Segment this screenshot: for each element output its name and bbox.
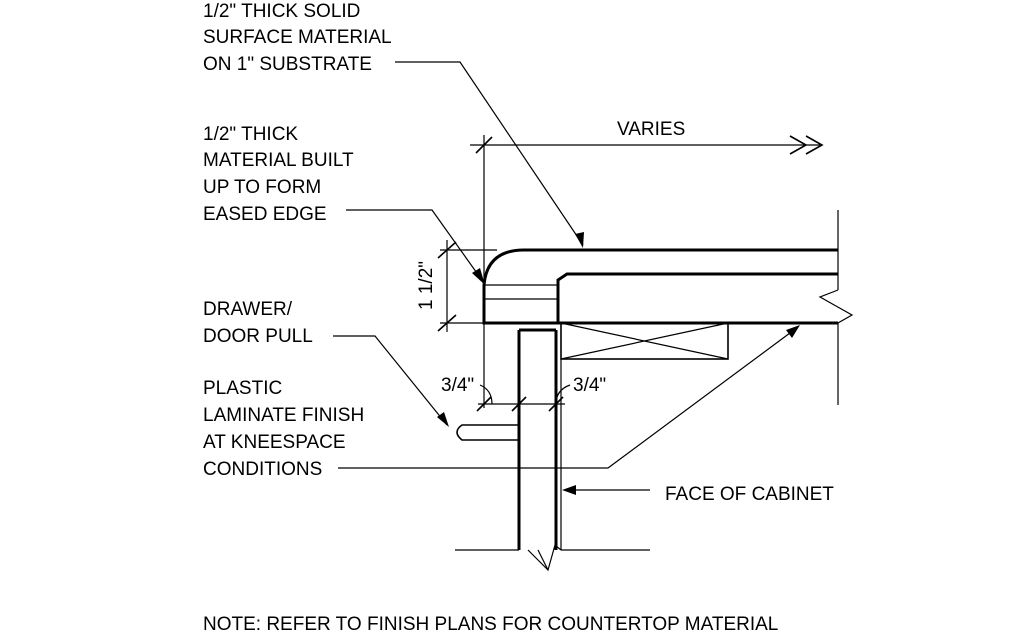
door-pull-icon bbox=[456, 424, 519, 441]
bottom-break-line bbox=[527, 543, 562, 572]
leader-face-of-cabinet bbox=[562, 485, 650, 495]
label-built-up-line-3: UP TO FORM bbox=[203, 177, 321, 198]
countertop-section bbox=[482, 210, 854, 405]
label-solid-surface: 1/2" THICK SOLID SURFACE MATERIAL ON 1" … bbox=[203, 1, 392, 75]
arrowhead-icon bbox=[786, 325, 800, 338]
arrowhead-icon bbox=[562, 485, 576, 495]
height-dimension bbox=[437, 240, 497, 332]
double-arrow-icon-b bbox=[805, 135, 824, 155]
label-face-of-cabinet: FACE OF CABINET bbox=[665, 484, 834, 505]
arrowhead-icon bbox=[575, 232, 584, 248]
label-dim-left: 3/4" bbox=[441, 375, 474, 396]
label-built-up-line-4: EASED EDGE bbox=[203, 204, 327, 225]
label-laminate-line-4: CONDITIONS bbox=[203, 459, 322, 480]
leader-built-up-edge bbox=[346, 209, 485, 285]
label-laminate-line-1: PLASTIC bbox=[203, 378, 282, 399]
arrowhead-icon bbox=[472, 268, 485, 285]
break-line bbox=[818, 289, 854, 405]
label-solid-surface-line-2: SURFACE MATERIAL bbox=[203, 27, 392, 48]
drawer-box bbox=[560, 322, 729, 360]
label-built-up-line-1: 1/2" THICK bbox=[203, 124, 298, 145]
label-pull-line-1: DRAWER/ bbox=[203, 299, 293, 320]
label-solid-surface-line-3: ON 1" SUBSTRATE bbox=[203, 54, 372, 75]
dimension-tick bbox=[475, 136, 493, 154]
leader-laminate bbox=[338, 325, 800, 469]
label-note: NOTE: REFER TO FINISH PLANS FOR COUNTERT… bbox=[203, 614, 778, 635]
double-arrow-icon-a bbox=[789, 135, 808, 155]
label-pull-line-2: DOOR PULL bbox=[203, 326, 313, 347]
label-laminate-line-3: AT KNEESPACE bbox=[203, 432, 346, 453]
three-quarter-dimensions bbox=[476, 320, 571, 412]
label-laminate-line-2: LAMINATE FINISH bbox=[203, 405, 364, 426]
label-solid-surface-line-1: 1/2" THICK SOLID bbox=[203, 1, 360, 22]
label-height-dimension: 1 1/2" bbox=[416, 261, 437, 310]
countertop-outline bbox=[482, 248, 838, 325]
label-door-pull: DRAWER/ DOOR PULL bbox=[203, 299, 313, 347]
label-laminate: PLASTIC LAMINATE FINISH AT KNEESPACE CON… bbox=[203, 378, 364, 480]
leader-door-pull bbox=[333, 335, 449, 427]
varies-dimension bbox=[470, 135, 824, 320]
label-dim-right: 3/4" bbox=[573, 375, 606, 396]
substrate-outline bbox=[556, 272, 838, 323]
label-built-up-edge: 1/2" THICK MATERIAL BUILT UP TO FORM EAS… bbox=[203, 124, 354, 225]
leader-solid-surface bbox=[395, 61, 584, 248]
arrowhead-icon bbox=[437, 412, 449, 427]
label-built-up-line-2: MATERIAL BUILT bbox=[203, 150, 354, 171]
label-varies: VARIES bbox=[617, 119, 685, 140]
